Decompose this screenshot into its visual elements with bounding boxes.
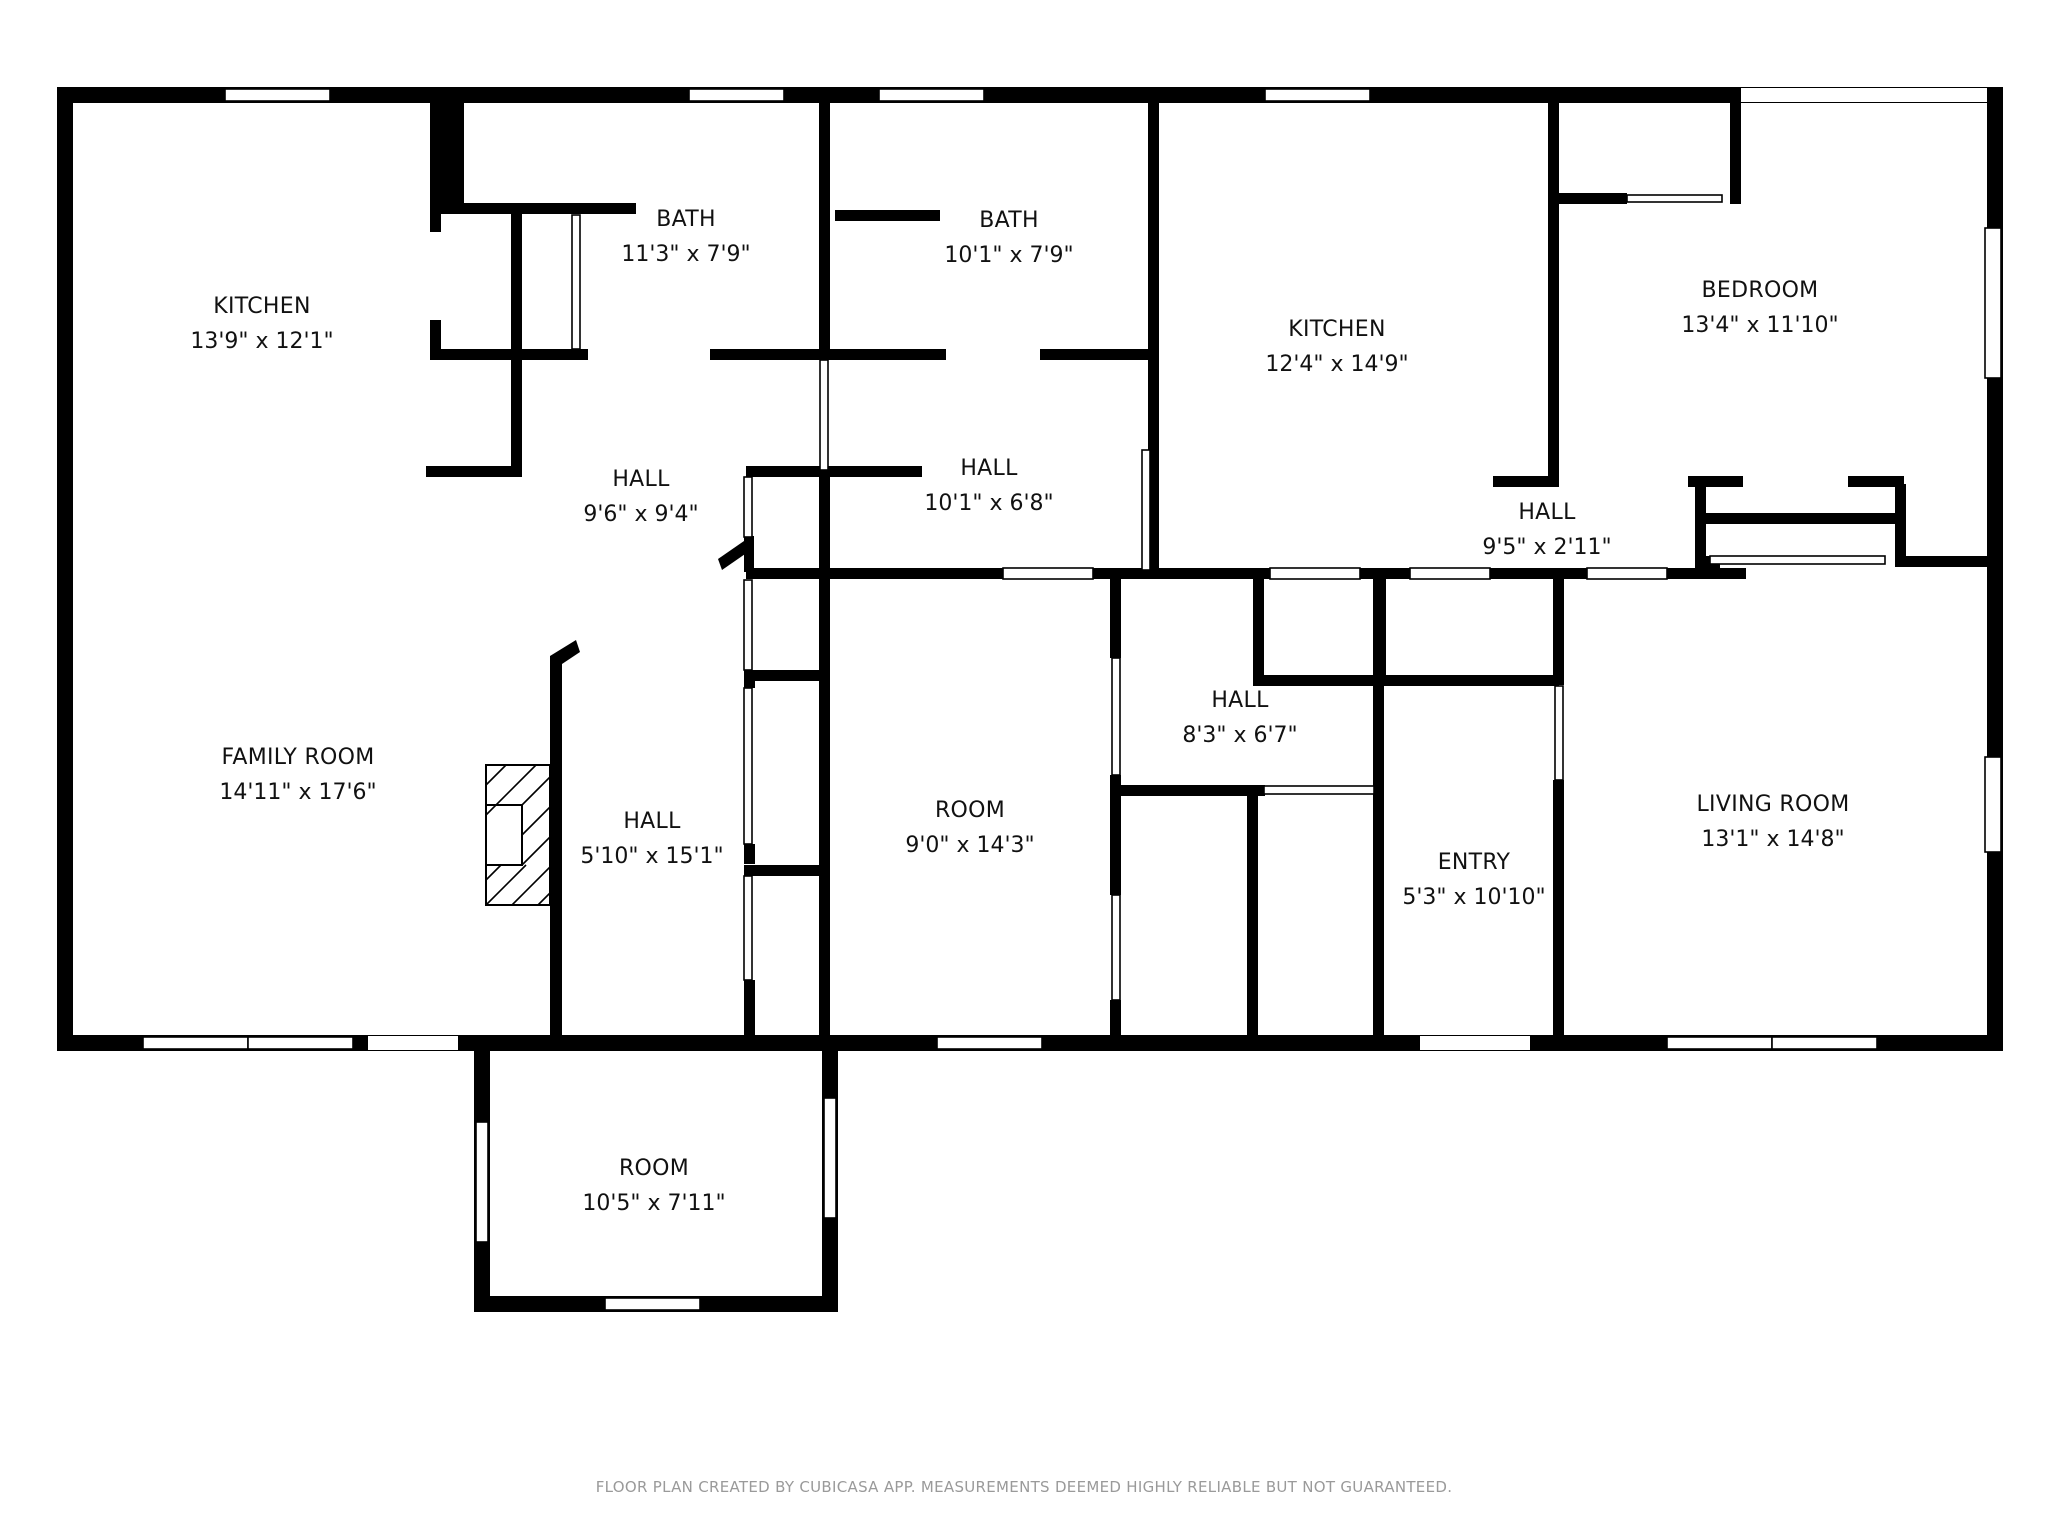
room-hall-center: HALL 10'1" x 6'8" [924,456,1053,516]
svg-text:BATH: BATH [656,207,716,232]
room-kitchen-left: KITCHEN 13'9" x 12'1" [190,294,333,354]
svg-text:9'0" x 14'3": 9'0" x 14'3" [905,833,1034,858]
svg-text:14'11" x 17'6": 14'11" x 17'6" [219,780,376,805]
svg-text:10'1" x 6'8": 10'1" x 6'8" [924,491,1053,516]
svg-text:KITCHEN: KITCHEN [213,294,310,319]
room-bath-left: BATH 11'3" x 7'9" [621,207,750,267]
svg-text:12'4" x 14'9": 12'4" x 14'9" [1265,352,1408,377]
windows [142,88,2002,1311]
svg-text:13'4" x 11'10": 13'4" x 11'10" [1681,313,1838,338]
room-bottom: ROOM 10'5" x 7'11" [582,1156,725,1216]
room-hall-long: HALL 5'10" x 15'1" [580,809,723,869]
svg-text:ENTRY: ENTRY [1438,850,1511,875]
interior-walls [426,103,2003,1037]
svg-text:BEDROOM: BEDROOM [1702,278,1819,303]
svg-text:HALL: HALL [960,456,1018,481]
room-hall-right: HALL 9'5" x 2'11" [1482,500,1611,560]
svg-text:8'3" x 6'7": 8'3" x 6'7" [1182,723,1297,748]
outer-walls [57,87,2003,1312]
room-entry: ENTRY 5'3" x 10'10" [1402,850,1545,910]
svg-text:ROOM: ROOM [619,1156,689,1181]
room-center: ROOM 9'0" x 14'3" [905,798,1034,858]
svg-text:HALL: HALL [1211,688,1269,713]
svg-text:13'9" x 12'1": 13'9" x 12'1" [190,329,333,354]
room-bedroom: BEDROOM 13'4" x 11'10" [1681,278,1838,338]
room-bath-center: BATH 10'1" x 7'9" [944,208,1073,268]
room-family-room: FAMILY ROOM 14'11" x 17'6" [219,745,376,805]
room-hall-small: HALL 8'3" x 6'7" [1182,688,1297,748]
fireplace [485,764,551,906]
svg-text:BATH: BATH [979,208,1039,233]
room-hall-left: HALL 9'6" x 9'4" [583,467,698,527]
svg-text:13'1" x 14'8": 13'1" x 14'8" [1701,827,1844,852]
svg-text:HALL: HALL [623,809,681,834]
svg-text:ROOM: ROOM [935,798,1005,823]
svg-text:9'6" x 9'4": 9'6" x 9'4" [583,502,698,527]
svg-text:9'5" x 2'11": 9'5" x 2'11" [1482,535,1611,560]
svg-text:FAMILY ROOM: FAMILY ROOM [221,745,374,770]
svg-text:LIVING ROOM: LIVING ROOM [1697,792,1850,817]
room-kitchen-center: KITCHEN 12'4" x 14'9" [1265,317,1408,377]
svg-text:KITCHEN: KITCHEN [1288,317,1385,342]
svg-text:5'10" x 15'1": 5'10" x 15'1" [580,844,723,869]
footer-disclaimer: FLOOR PLAN CREATED BY CUBICASA APP. MEAS… [595,1478,1453,1496]
door-openings [368,88,1987,1050]
room-labels: KITCHEN 13'9" x 12'1" BATH 11'3" x 7'9" … [190,207,1849,1216]
svg-text:11'3" x 7'9": 11'3" x 7'9" [621,242,750,267]
svg-text:10'5" x 7'11": 10'5" x 7'11" [582,1191,725,1216]
svg-text:HALL: HALL [612,467,670,492]
svg-text:HALL: HALL [1518,500,1576,525]
svg-text:5'3" x 10'10": 5'3" x 10'10" [1402,885,1545,910]
svg-text:10'1" x 7'9": 10'1" x 7'9" [944,243,1073,268]
room-living-room: LIVING ROOM 13'1" x 14'8" [1697,792,1850,852]
